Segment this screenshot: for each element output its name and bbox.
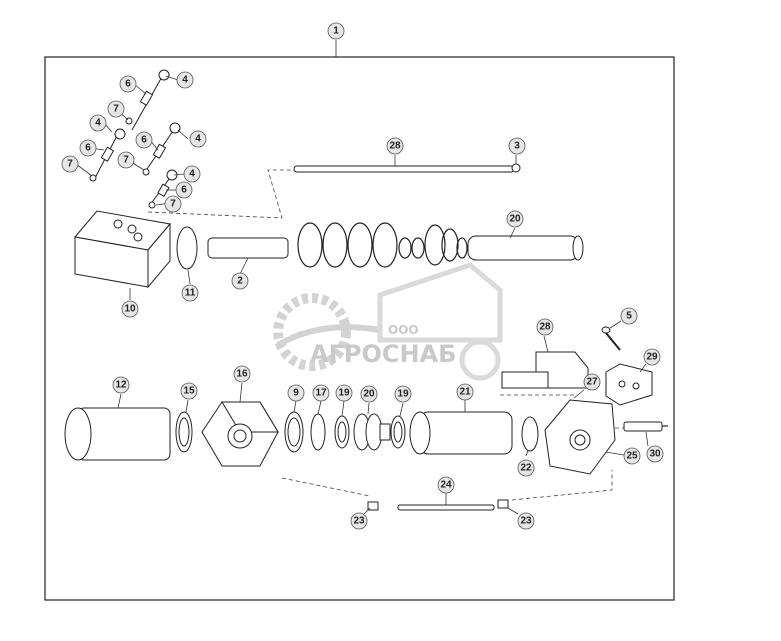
agrosnab-watermark: ООО АГРОСНАБ [273, 262, 503, 381]
callout-number: 15 [183, 386, 195, 397]
callout-number: 4 [195, 134, 201, 145]
part-10-housing [74, 210, 171, 289]
callout-number: 19 [338, 388, 350, 399]
callout-number: 29 [646, 352, 658, 363]
callout-number: 25 [626, 451, 638, 462]
part-22-oring [521, 416, 539, 452]
part-12-cylinder [77, 407, 171, 461]
callout-number: 10 [124, 304, 136, 315]
callout-number: 4 [189, 169, 195, 180]
callouts: 4 6 7 4 4 6 6 7 7 4 6 7 28 3 20 10 11 2 … [61, 71, 664, 530]
callout-number: 22 [520, 463, 532, 474]
callout-number: 19 [397, 389, 409, 400]
part-2-spool [207, 237, 289, 259]
part-11-oring [176, 226, 198, 270]
watermark-prefix: ООО [388, 323, 419, 337]
part-5-bolt [601, 326, 621, 351]
callout-number: 28 [389, 141, 401, 152]
part-21-cylinder [419, 411, 513, 455]
part-24-rod [397, 504, 495, 511]
callout-number: 28 [539, 322, 551, 333]
part-26-rod [293, 165, 515, 173]
callout-number: 30 [649, 449, 661, 460]
callout-number: 6 [125, 79, 131, 90]
valve-stems [89, 69, 181, 209]
part-16-block [201, 401, 279, 467]
callout-number: 20 [363, 389, 375, 400]
callout-assembly: 1 [327, 22, 345, 40]
callout-number: 24 [440, 480, 452, 491]
part-29-block [605, 363, 653, 406]
callout-number: 4 [95, 118, 101, 129]
callout-number: 11 [185, 288, 196, 299]
callout-number: 7 [67, 159, 73, 170]
callout-number: 3 [514, 141, 520, 152]
callout-number: 27 [586, 377, 598, 388]
callout-number: 6 [181, 185, 187, 196]
callout-number: 21 [459, 387, 471, 398]
callout-number: 4 [182, 75, 188, 86]
callout-number: 17 [315, 388, 327, 399]
callout-number: 16 [236, 369, 248, 380]
callout-number: 20 [509, 214, 521, 225]
part-25-end-block [544, 399, 616, 475]
diagram-frame [44, 56, 675, 601]
callout-number: 23 [353, 516, 365, 527]
callout-number: 9 [293, 388, 299, 399]
watermark-name: АГРОСНАБ [310, 340, 456, 368]
callout-number: 6 [141, 135, 147, 146]
callout-number: 12 [115, 380, 127, 391]
callout-number: 7 [113, 104, 119, 115]
callout-number: 6 [85, 143, 91, 154]
callout-number: 23 [520, 516, 532, 527]
callout-number: 5 [626, 311, 632, 322]
part-28-bracket [501, 351, 589, 389]
callout-number: 7 [170, 199, 176, 210]
callout-number: 7 [123, 155, 129, 166]
part-18-tube [467, 235, 579, 261]
part-17-oring [310, 413, 326, 451]
leader-lines [75, 75, 649, 515]
part-20-valve [353, 413, 391, 451]
springs [297, 222, 468, 268]
part-23-fittings [367, 499, 509, 511]
callout-number: 2 [237, 276, 243, 287]
svg-text:1: 1 [333, 26, 339, 37]
part-30-sensor [623, 421, 668, 432]
